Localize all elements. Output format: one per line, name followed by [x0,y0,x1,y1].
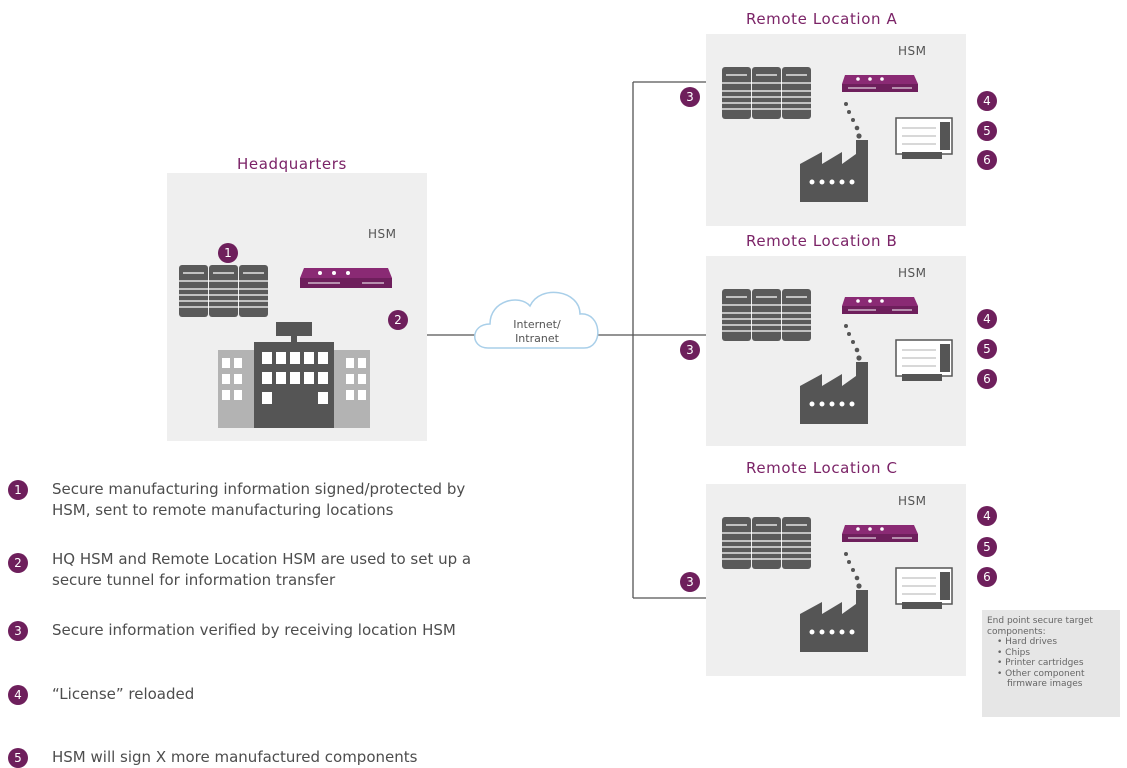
remote-b-badge-3: 3 [680,340,700,360]
remote-a-badge-3: 3 [680,87,700,107]
remote-c-badge-6: 6 [977,567,997,587]
legend-num-1: 1 [8,480,28,500]
headquarters-title: Headquarters [237,155,347,173]
cloud-icon [474,291,599,349]
legend-text-3: Secure information verified by receiving… [52,621,456,639]
remote-a-badge-4: 4 [977,91,997,111]
cloud-label-line1: Internet/ [513,318,561,331]
note-item-other-component: • Other component [997,668,1085,679]
remote-c-hsm-label: HSM [898,494,927,508]
note-heading-line2: components: [987,626,1046,637]
remote-c-badge-5: 5 [977,537,997,557]
note-heading-line1: End point secure target [987,616,1093,626]
remote-a-hsm-label: HSM [898,44,927,58]
legend-text-2-line1: HQ HSM and Remote Location HSM are used … [52,550,472,568]
legend-text-1-line2: HSM, sent to remote manufacturing locati… [52,501,394,519]
cloud-label-line2: Intranet [515,332,559,345]
legend-text-2-line2: secure tunnel for information transfer [52,571,336,589]
remote-a-icon-set [721,66,953,203]
hq-hsm-label: HSM [368,227,397,241]
remote-b-title: Remote Location B [746,232,898,250]
note-item-chips: • Chips [997,647,1031,658]
remote-c-icon-set [721,516,953,653]
legend-text-1-line1: Secure manufacturing information signed/… [52,480,466,498]
remote-c-badge-4: 4 [977,506,997,526]
hq-server-icon [179,265,268,317]
building-icon [218,322,370,428]
note-item-firmware-images: firmware images [1007,679,1083,689]
remote-b-hsm-label: HSM [898,266,927,280]
remote-a-badge-5: 5 [977,121,997,141]
remote-b-badge-4: 4 [977,309,997,329]
legend-text-1: Secure manufacturing information signed/… [52,479,572,521]
legend-text-2: HQ HSM and Remote Location HSM are used … [52,549,572,591]
hq-badge-1: 1 [218,243,238,263]
legend-num-3: 3 [8,621,28,641]
hq-hsm-device-icon [300,268,392,288]
legend-num-2: 2 [8,553,28,573]
cloud-label: Internet/ Intranet [490,318,584,346]
remote-a-badge-6: 6 [977,150,997,170]
legend-num-5: 5 [8,748,28,768]
endpoint-components-note: End point secure target components: • Ha… [982,610,1120,717]
legend-num-4: 4 [8,685,28,705]
remote-a-title: Remote Location A [746,10,898,28]
legend-text-5: HSM will sign X more manufactured compon… [52,748,418,766]
note-item-hard-drives: • Hard drives [997,637,1058,647]
remote-b-badge-5: 5 [977,339,997,359]
note-item-printer-cartridges: • Printer cartridges [997,658,1084,668]
remote-c-badge-3: 3 [680,572,700,592]
remote-b-icon-set [721,288,953,425]
remote-b-badge-6: 6 [977,369,997,389]
remote-c-title: Remote Location C [746,459,898,477]
legend-text-4: “License” reloaded [52,685,195,703]
hq-badge-2: 2 [388,310,408,330]
